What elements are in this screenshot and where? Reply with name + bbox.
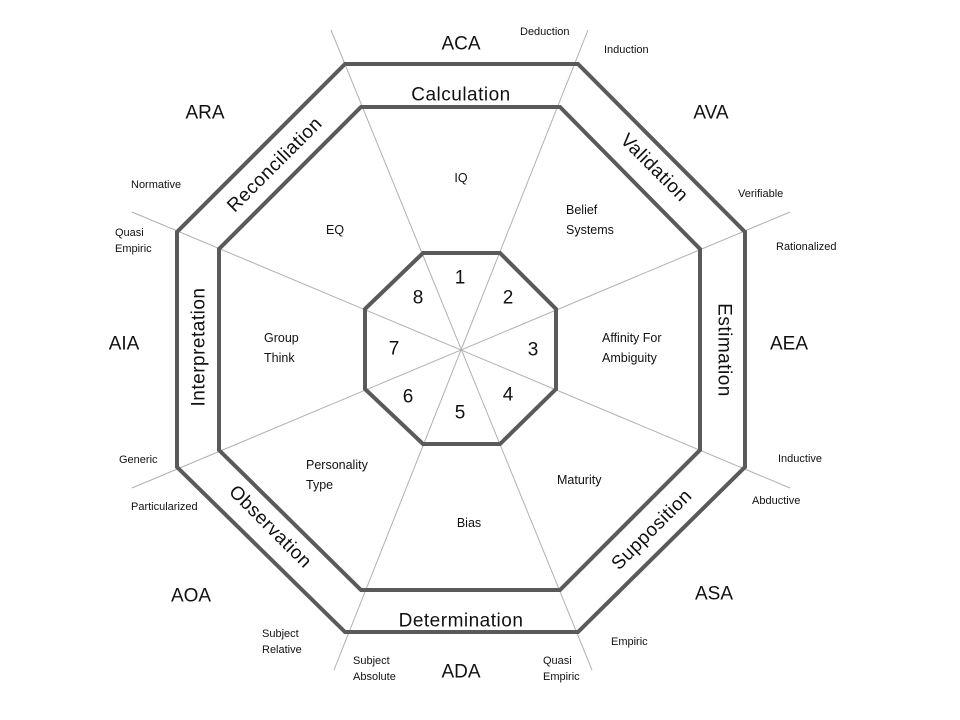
line-end-label: Absolute bbox=[353, 671, 396, 683]
center-number: 2 bbox=[503, 288, 514, 309]
line-end-labels: DeductionInductionVerifiableRationalized… bbox=[115, 26, 837, 683]
ray-lines bbox=[131, 29, 791, 671]
sector-label: IQ bbox=[454, 171, 467, 185]
sector-label: Ambiguity bbox=[602, 351, 658, 365]
band-label-calculation: Calculation bbox=[411, 85, 511, 106]
center-number: 7 bbox=[389, 339, 400, 360]
line-end-label: Deduction bbox=[520, 26, 570, 38]
line-end-label: Subject bbox=[262, 628, 299, 640]
center-number: 3 bbox=[528, 340, 539, 361]
octagon-rings bbox=[175, 62, 747, 634]
line-end-label: Abductive bbox=[752, 495, 800, 507]
sector-label: Group bbox=[264, 331, 299, 345]
outer-code: ACA bbox=[441, 34, 480, 55]
band-label-interpretation: Interpretation bbox=[189, 288, 210, 407]
inner-octagon bbox=[363, 251, 558, 446]
sector-label: EQ bbox=[326, 223, 344, 237]
outer-code: AIA bbox=[109, 334, 140, 355]
sector-label: Think bbox=[264, 351, 295, 365]
line-end-label: Normative bbox=[131, 179, 181, 191]
line-end-label: Relative bbox=[262, 644, 302, 656]
center-number: 6 bbox=[403, 387, 414, 408]
center-number: 5 bbox=[455, 403, 466, 424]
outer-code: ARA bbox=[185, 103, 224, 124]
line-end-label: Rationalized bbox=[776, 241, 837, 253]
outer-octagon bbox=[175, 62, 747, 634]
ray-line bbox=[131, 211, 791, 489]
band-label-estimation: Estimation bbox=[714, 303, 735, 397]
line-end-label: Verifiable bbox=[738, 188, 783, 200]
outer-code: AVA bbox=[693, 103, 729, 124]
line-end-label: Empiric bbox=[543, 671, 580, 683]
sector-label: Type bbox=[306, 478, 333, 492]
line-end-label: Generic bbox=[119, 454, 158, 466]
outer-code: ASA bbox=[695, 584, 733, 605]
center-number: 1 bbox=[455, 268, 466, 289]
outer-code: AEA bbox=[770, 334, 808, 355]
sector-label: Belief bbox=[566, 203, 598, 217]
sector-label: Bias bbox=[457, 516, 481, 530]
sector-label: Systems bbox=[566, 223, 614, 237]
line-end-label: Subject bbox=[353, 655, 390, 667]
line-end-label: Inductive bbox=[778, 453, 822, 465]
line-end-label: Induction bbox=[604, 44, 649, 56]
middle-octagon bbox=[217, 105, 702, 592]
line-end-label: Empiric bbox=[611, 636, 648, 648]
sector-label: Maturity bbox=[557, 473, 602, 487]
line-end-label: Empiric bbox=[115, 243, 152, 255]
line-end-label: Quasi bbox=[115, 227, 144, 239]
outer-code: ADA bbox=[441, 662, 480, 683]
line-end-label: Particularized bbox=[131, 501, 198, 513]
center-number: 4 bbox=[503, 385, 514, 406]
outer-code: AOA bbox=[171, 586, 211, 607]
center-number: 8 bbox=[413, 288, 424, 309]
outer-codes: ACA AVA AEA ASA ADA AOA AIA ARA bbox=[109, 34, 809, 683]
sector-label: Affinity For bbox=[602, 331, 662, 345]
band-label-reconciliation: Reconciliation bbox=[223, 113, 326, 216]
band-label-determination: Determination bbox=[399, 611, 524, 632]
center-numbers: 1 2 3 4 5 6 7 8 bbox=[389, 268, 539, 424]
sector-label: Personality bbox=[306, 458, 369, 472]
line-end-label: Quasi bbox=[543, 655, 572, 667]
